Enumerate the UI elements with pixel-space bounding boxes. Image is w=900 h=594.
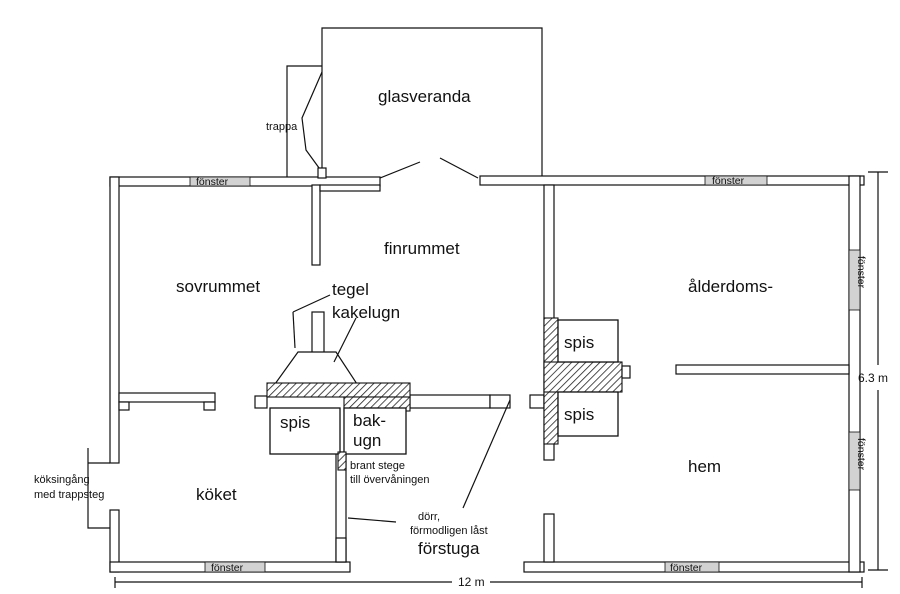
veranda-door-right <box>439 157 479 179</box>
wall-right-lower-stub <box>543 513 555 563</box>
window-right-lower <box>848 431 861 491</box>
room-label-koket: köket <box>196 485 237 504</box>
wall-middle-left-stub <box>118 401 130 411</box>
kitchen-entrance-steps <box>87 448 110 529</box>
stair-slope <box>301 71 323 173</box>
window-right-upper <box>848 249 861 311</box>
stege-hatch <box>337 451 347 471</box>
kakelugn-pointer <box>333 317 357 363</box>
stege-pointer <box>347 517 397 523</box>
tegel-wall-left <box>266 382 411 398</box>
bakugn-box <box>343 407 407 455</box>
label-trappa: trappa <box>266 121 298 133</box>
window-label-right-lower: fönster <box>855 438 867 471</box>
spis-left-box <box>269 407 341 455</box>
wall-sovrum-finrum <box>311 184 321 266</box>
window-top-right <box>704 175 768 186</box>
label-bakugn-1: bak- <box>353 411 386 430</box>
wall-sovrum-top-stub <box>319 184 381 192</box>
wall-middle-right <box>409 394 491 409</box>
room-label-alderdoms: ålderdoms- <box>688 277 773 296</box>
window-label-bottom-right: fönster <box>670 562 703 574</box>
wall-middle-center <box>254 395 268 409</box>
wall-top-right <box>479 175 865 186</box>
label-tegel: tegel <box>332 280 369 299</box>
veranda-outline <box>321 27 543 176</box>
tegel-pointer <box>292 294 331 313</box>
wall-alderdom-inner <box>675 364 850 375</box>
label-koksingang-2: med trappsteg <box>34 489 104 501</box>
label-koksingang-1: köksingång <box>34 474 90 486</box>
spis-right-bottom-box <box>557 391 619 437</box>
label-dorr-1: dörr, <box>418 511 440 523</box>
label-spis-right-bottom: spis <box>564 405 594 424</box>
window-label-top-left: fönster <box>196 176 229 188</box>
label-bakugn-2: ugn <box>353 431 381 450</box>
room-label-hem: hem <box>688 457 721 476</box>
wall-middle-left-stub2 <box>203 401 216 411</box>
veranda-door-left <box>379 161 421 179</box>
dimension-width: 12 m <box>458 575 485 589</box>
window-label-right-upper: fönster <box>855 256 867 289</box>
wall-middle-right3 <box>529 394 545 409</box>
wall-left-upper <box>109 176 120 464</box>
room-label-forstuga: förstuga <box>418 539 480 558</box>
dimension-height: 6.3 m <box>858 371 888 385</box>
window-label-top-right: fönster <box>712 175 745 187</box>
window-label-bottom-left: fönster <box>211 562 244 574</box>
room-label-finrummet: finrummet <box>384 239 460 258</box>
room-label-glasveranda: glasveranda <box>378 87 471 106</box>
door-pointer <box>462 399 511 509</box>
kakelugn-body <box>273 351 359 385</box>
label-dorr-2: förmodligen låst <box>410 525 488 537</box>
label-spis-right-top: spis <box>564 333 594 352</box>
wall-forstuga-bottom <box>335 537 347 563</box>
window-top-left <box>189 176 251 187</box>
spis-right-top-box <box>557 319 619 363</box>
wall-middle-left <box>118 392 216 403</box>
label-stege-2: till övervåningen <box>350 474 430 486</box>
stair-outline <box>286 65 322 177</box>
tegel-right-horizontal <box>543 361 623 393</box>
room-label-sovrummet: sovrummet <box>176 277 260 296</box>
stair-wall <box>317 167 327 179</box>
label-spis-left: spis <box>280 413 310 432</box>
chimney-right-stub <box>621 365 631 379</box>
label-kakelugn: kakelugn <box>332 303 400 322</box>
window-bottom-left <box>204 561 266 573</box>
tegel-pointer-2 <box>292 311 296 349</box>
window-bottom-right <box>664 561 720 573</box>
label-stege-1: brant stege <box>350 460 405 472</box>
